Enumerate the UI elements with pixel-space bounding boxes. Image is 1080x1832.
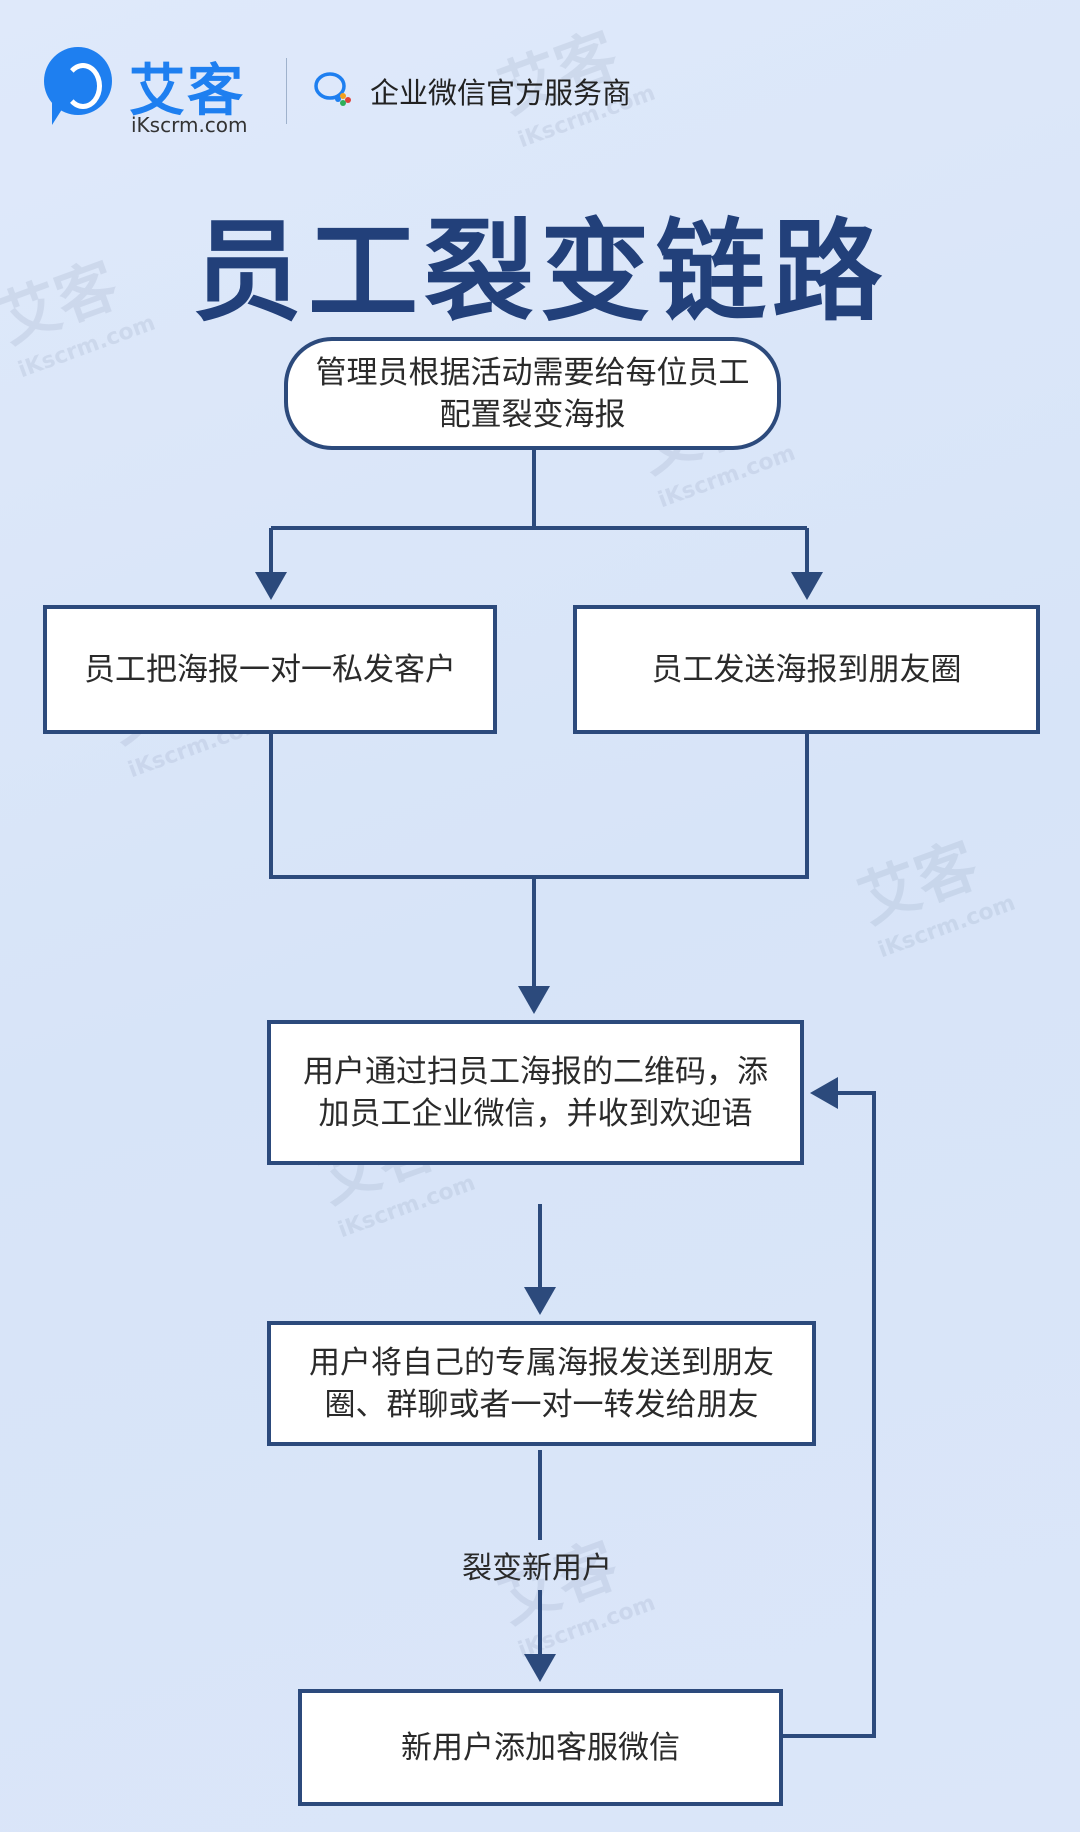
node-text: 圈、群聊或者一对一转发给朋友	[324, 1386, 759, 1423]
node-share-poster: 用户将自己的专属海报发送到朋友圈、群聊或者一对一转发给朋友	[267, 1321, 816, 1446]
logo-url: iKscrm.com	[131, 113, 248, 137]
page-title: 员工裂变链路	[192, 208, 888, 336]
connector-start-split	[271, 450, 807, 530]
feedback-loop-arrow	[783, 1077, 876, 1738]
node-text: 管理员根据活动需要给每位员工	[315, 354, 750, 391]
node-start: 管理员根据活动需要给每位员工配置裂变海报	[284, 337, 781, 450]
node-text: 配置裂变海报	[439, 396, 626, 433]
node-branch-moments: 员工发送海报到朋友圈	[573, 605, 1040, 734]
node-text: 用户将自己的专属海报发送到朋友	[309, 1344, 774, 1381]
edge-label-fission: 裂变新用户	[462, 1551, 612, 1586]
node-text: 员工发送海报到朋友圈	[651, 651, 962, 688]
logo-text: 艾客	[129, 59, 245, 124]
aike-logo-icon	[44, 47, 112, 125]
node-text: 员工把海报一对一私发客户	[84, 651, 456, 688]
wecom-icon	[314, 72, 351, 106]
node-scan-qr: 用户通过扫员工海报的二维码，添加员工企业微信，并收到欢迎语	[267, 1020, 804, 1165]
header-divider	[286, 58, 287, 124]
node-text: 加员工企业微信，并收到欢迎语	[318, 1095, 753, 1132]
tagline: 企业微信官方服务商	[370, 76, 632, 110]
node-branch-private: 员工把海报一对一私发客户	[43, 605, 497, 734]
connector-branches-merge	[269, 734, 809, 879]
node-text: 用户通过扫员工海报的二维码，添	[303, 1053, 768, 1090]
node-add-service: 新用户添加客服微信	[298, 1689, 783, 1806]
node-text: 新用户添加客服微信	[401, 1729, 680, 1766]
